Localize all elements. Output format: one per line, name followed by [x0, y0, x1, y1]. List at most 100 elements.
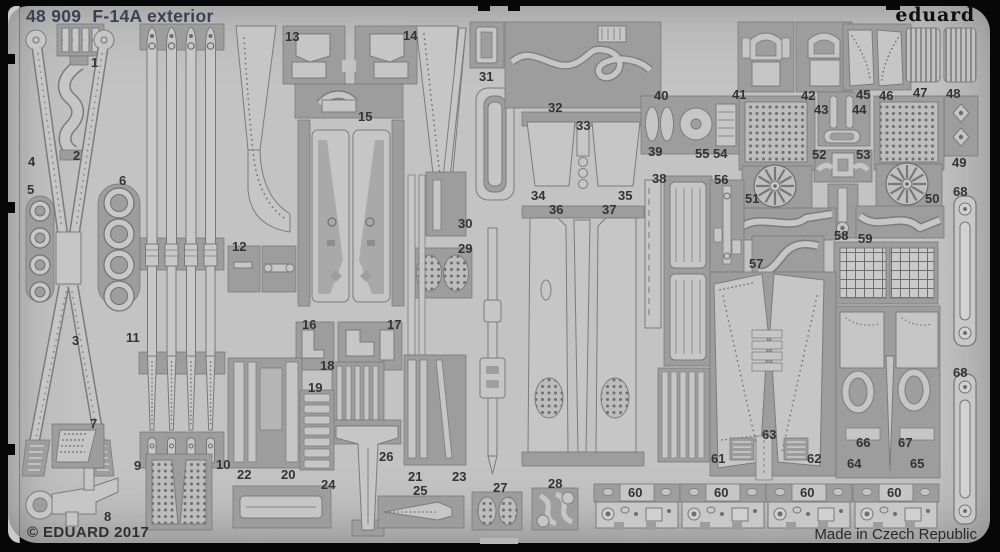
part-cluster-38 [644, 175, 713, 463]
part-number-45: 45 [856, 87, 871, 102]
part-number-33: 33 [576, 118, 591, 133]
part-number-59: 59 [858, 231, 873, 246]
part-cluster-30 [442, 27, 515, 475]
part-cluster-11 [138, 23, 226, 469]
part-cluster-52-53-58 [813, 149, 873, 239]
part-cluster-12 [227, 245, 297, 293]
part-number-27: 27 [493, 480, 508, 495]
part-number-44: 44 [852, 102, 867, 117]
part-number-25: 25 [413, 483, 428, 498]
part-number-39: 39 [648, 144, 663, 159]
part-cluster-59 [833, 241, 939, 305]
part-cluster-16-17-18 [295, 321, 403, 425]
part-cluster-61-62-63 [709, 271, 837, 481]
part-number-36: 36 [549, 202, 564, 217]
part-number-48: 48 [946, 86, 961, 101]
part-cluster-32 [504, 21, 662, 109]
part-number-1: 1 [91, 55, 99, 70]
part-number-43: 43 [814, 102, 829, 117]
part-number-57: 57 [749, 256, 764, 271]
part-number-38: 38 [652, 171, 667, 186]
part-number-58: 58 [834, 228, 849, 243]
part-cluster-28 [531, 487, 579, 531]
part-number-30: 30 [458, 216, 473, 231]
part-number-11: 11 [126, 330, 140, 345]
part-cluster-57 [751, 235, 825, 279]
part-number-47: 47 [913, 85, 928, 100]
part-number-68: 68 [953, 184, 968, 199]
part-cluster-intake-lips [735, 205, 945, 241]
part-number-7: 7 [90, 416, 98, 431]
part-cluster-20-22-19-24 [227, 357, 335, 529]
part-cluster-39-40-54-55 [640, 95, 742, 155]
made-in-text: Made in Czech Republic [814, 526, 977, 543]
part-cluster-3-4 [21, 29, 115, 477]
part-cluster-21-23 [403, 171, 467, 466]
part-number-49: 49 [952, 155, 967, 170]
part-number-41: 41 [732, 87, 747, 102]
part-cluster-6 [97, 183, 141, 312]
part-number-14: 14 [403, 28, 418, 43]
part-number-51: 51 [745, 191, 760, 206]
part-number-52: 52 [812, 147, 827, 162]
edge-notches [8, 6, 900, 544]
part-number-63: 63 [762, 427, 777, 442]
part-number-18: 18 [320, 358, 335, 373]
part-number-40: 40 [654, 88, 669, 103]
copyright-text: © EDUARD 2017 [27, 524, 150, 541]
part-number-9: 9 [134, 458, 142, 473]
part-number-55: 55 [695, 146, 710, 161]
part-number-60: 60 [887, 485, 902, 500]
part-number-29: 29 [458, 241, 473, 256]
part-number-68: 68 [953, 365, 968, 380]
part-number-23: 23 [452, 469, 467, 484]
part-cluster-56 [709, 179, 745, 273]
part-number-20: 20 [281, 467, 296, 482]
part-number-5: 5 [27, 182, 35, 197]
part-number-53: 53 [856, 147, 871, 162]
part-number-66: 66 [856, 435, 871, 450]
part-cluster-26 [332, 419, 402, 537]
part-cluster-25 [377, 495, 465, 529]
part-number-22: 22 [237, 467, 252, 482]
part-number-10: 10 [216, 457, 231, 472]
brand-logo: eduard [895, 4, 975, 26]
part-number-61: 61 [711, 451, 726, 466]
part-cluster-64-67 [835, 305, 941, 479]
part-number-21: 21 [408, 469, 423, 484]
part-number-31: 31 [479, 69, 494, 84]
part-number-8: 8 [104, 509, 112, 524]
part-number-26: 26 [379, 449, 394, 464]
part-number-16: 16 [302, 317, 317, 332]
part-cluster-43-44 [817, 91, 871, 147]
part-cluster-49 [943, 95, 979, 157]
part-number-12: 12 [232, 239, 247, 254]
part-number-13: 13 [285, 29, 300, 44]
part-number-54: 54 [713, 146, 728, 161]
part-number-32: 32 [548, 100, 563, 115]
part-number-60: 60 [628, 485, 643, 500]
part-number-64: 64 [847, 456, 862, 471]
part-cluster-7-8-9-10 [25, 423, 213, 531]
part-number-62: 62 [807, 451, 822, 466]
product-code: 48 909 [26, 6, 82, 26]
part-cluster-45-48 [842, 23, 977, 91]
part-number-34: 34 [531, 188, 546, 203]
part-number-3: 3 [72, 333, 80, 348]
part-number-35: 35 [618, 188, 633, 203]
part-cluster-27 [471, 491, 523, 531]
part-number-17: 17 [387, 317, 402, 332]
part-cluster-31 [469, 21, 505, 69]
part-number-67: 67 [898, 435, 913, 450]
part-number-28: 28 [548, 476, 563, 491]
part-cluster-5 [25, 195, 55, 303]
part-number-46: 46 [879, 88, 894, 103]
part-number-2: 2 [73, 148, 81, 163]
part-cluster-68 [953, 195, 977, 525]
part-number-60: 60 [800, 485, 815, 500]
part-number-50: 50 [925, 191, 940, 206]
part-number-24: 24 [321, 477, 336, 492]
